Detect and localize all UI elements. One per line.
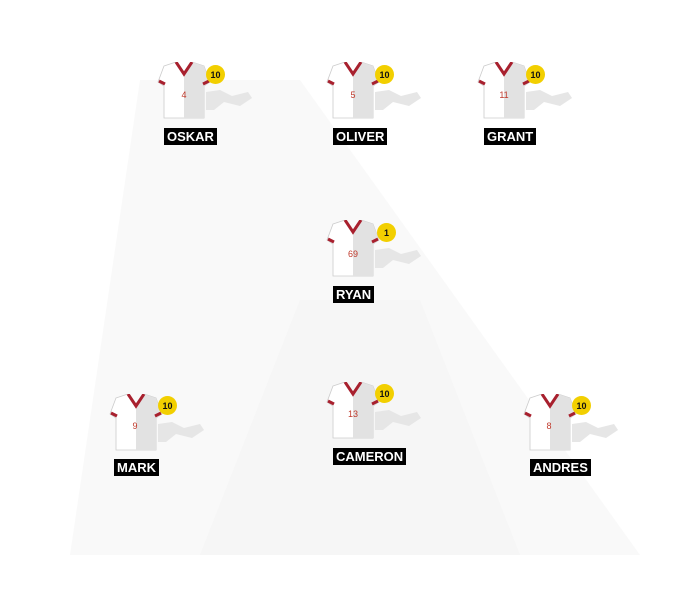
shirt-number: 11 [499, 90, 509, 100]
player-name-label: CAMERON [333, 448, 407, 465]
rating-badge: 1 [377, 223, 396, 242]
rating-badge: 10 [526, 65, 545, 84]
player-name-label: OSKAR [164, 128, 217, 145]
shirt-number: 69 [347, 249, 358, 259]
jersey-icon [326, 220, 421, 277]
rating-badge: 10 [375, 65, 394, 84]
shirt-number: 13 [347, 409, 358, 419]
rating-badge: 10 [206, 65, 225, 84]
player-name-label: OLIVER [333, 128, 388, 145]
jersey-icon [326, 62, 421, 119]
jersey-icon [109, 394, 204, 451]
player-card-mark[interactable]: 9 10 MARK [102, 394, 212, 484]
player-name-label: GRANT [484, 128, 537, 145]
player-card-grant[interactable]: 11 10 GRANT [470, 62, 580, 152]
jersey-icon [157, 62, 252, 119]
player-card-oliver[interactable]: 5 10 OLIVER [319, 62, 429, 152]
player-name-label: RYAN [333, 286, 375, 303]
player-card-andres[interactable]: 8 10 ANDRES [516, 394, 626, 484]
shirt-number: 8 [546, 421, 552, 431]
rating-badge: 10 [572, 396, 591, 415]
jersey-icon [523, 394, 618, 451]
rating-badge: 10 [158, 396, 177, 415]
shirt-number: 5 [350, 90, 356, 100]
player-card-cameron[interactable]: 13 10 CAMERON [319, 382, 429, 472]
player-card-oskar[interactable]: 4 10 OSKAR [150, 62, 260, 152]
player-name-label: MARK [114, 459, 159, 476]
jersey-icon [477, 62, 572, 119]
player-name-label: ANDRES [530, 459, 591, 476]
shirt-number: 9 [132, 421, 138, 431]
player-card-ryan[interactable]: 69 1 RYAN [319, 220, 429, 310]
jersey-icon [326, 382, 421, 439]
shirt-number: 4 [181, 90, 187, 100]
rating-badge: 10 [375, 384, 394, 403]
